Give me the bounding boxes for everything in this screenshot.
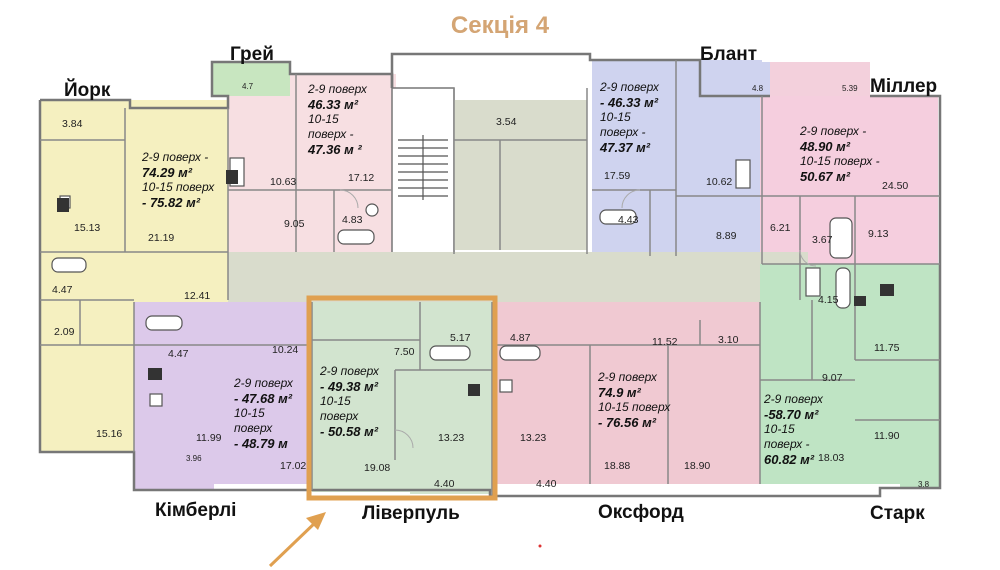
room-area: 4.40	[536, 478, 557, 490]
room-area: 18.90	[684, 460, 711, 472]
room-area: 15.16	[96, 428, 123, 440]
kimberley-balcony-fill	[134, 452, 214, 490]
apartment-desc-miller: 2-9 поверх - 48.90 м² 10-15 поверх - 50.…	[800, 124, 880, 184]
room-area: 4.83	[342, 214, 363, 226]
apartment-name-grey: Грей	[230, 44, 274, 65]
room-area: 3.96	[186, 454, 202, 463]
room-area: 3.67	[812, 234, 833, 246]
interior-walls	[40, 60, 940, 496]
room-area: 11.75	[874, 342, 900, 354]
stark-corner-fill	[900, 468, 940, 488]
miller-balcony-fill	[770, 62, 870, 96]
apartment-desc-grey: 2-9 поверх 46.33 м² 10-15 поверх - 47.36…	[308, 82, 367, 157]
room-area: 4.7	[242, 82, 254, 91]
apartment-name-stark: Старк	[870, 503, 925, 524]
room-area: 17.59	[604, 170, 631, 182]
room-area: 5.17	[450, 332, 471, 344]
stair-treads	[398, 135, 448, 200]
blunt-balcony-fill	[700, 62, 770, 96]
room-area: 9.13	[868, 228, 889, 240]
room-area: 4.8	[752, 84, 764, 93]
section-title: Секція 4	[450, 12, 550, 39]
grey-fill	[228, 74, 396, 252]
room-area: 11.99	[196, 432, 222, 444]
room-area: 11.90	[874, 430, 900, 442]
room-area: 7.50	[394, 346, 415, 358]
room-area: 3.8	[918, 480, 930, 489]
apartment-desc-stark: 2-9 поверх -58.70 м² 10-15 поверх - 60.8…	[764, 392, 823, 467]
apartment-desc-york: 2-9 поверх - 74.29 м² 10-15 поверх - 75.…	[142, 150, 215, 210]
room-area: 4.47	[52, 284, 73, 296]
room-area: 2.09	[54, 326, 75, 338]
apartment-name-kimberley: Кімберлі	[155, 500, 237, 521]
grey-balcony-fill	[212, 62, 290, 96]
room-area: 19.08	[364, 462, 391, 474]
room-area: 12.41	[184, 290, 211, 302]
room-area: 9.07	[822, 372, 843, 384]
apartment-name-liverpool: Ліверпуль	[362, 503, 460, 524]
room-area: 3.10	[718, 334, 739, 346]
room-area: 9.05	[284, 218, 305, 230]
room-area: 18.88	[604, 460, 631, 472]
room-area: 4.15	[818, 294, 839, 306]
room-area: 10.24	[272, 344, 299, 356]
room-area: 10.63	[270, 176, 297, 188]
door-swings	[339, 189, 817, 449]
room-area: 24.50	[882, 180, 909, 192]
corridor-fill	[228, 252, 808, 302]
room-area: 4.87	[510, 332, 531, 344]
room-area: 3.54	[496, 116, 517, 128]
room-area: 4.43	[618, 214, 639, 226]
apartment-name-york: Йорк	[64, 80, 111, 101]
red-dot	[538, 544, 542, 548]
room-area: 13.23	[520, 432, 547, 444]
apartment-desc-liverpool: 2-9 поверх - 49.38 м² 10-15 поверх - 50.…	[320, 364, 379, 439]
fixtures	[51, 157, 853, 407]
room-area: 4.47	[168, 348, 189, 360]
room-area: 8.89	[716, 230, 737, 242]
oxford-fill	[492, 302, 760, 484]
room-area: 4.40	[434, 478, 455, 490]
room-area: 11.52	[652, 336, 678, 348]
room-area: 17.12	[348, 172, 375, 184]
elevator-fill	[454, 100, 587, 250]
apartment-name-miller: Міллер	[870, 76, 938, 97]
room-area: 5.39	[842, 84, 858, 93]
room-area: 6.21	[770, 222, 791, 234]
apartment-name-oxford: Оксфорд	[598, 502, 684, 523]
apartment-desc-blunt: 2-9 поверх - 46.33 м² 10-15 поверх - 47.…	[600, 80, 659, 155]
liverpool-fill	[312, 302, 492, 492]
room-area: 10.62	[706, 176, 733, 188]
room-area: 18.03	[818, 452, 845, 464]
room-area: 3.84	[62, 118, 83, 130]
room-area: 21.19	[148, 232, 175, 244]
apartment-name-blunt: Блант	[700, 44, 758, 65]
highlight-box	[306, 295, 498, 501]
stove-fixtures	[57, 170, 894, 396]
highlight-arrow	[268, 512, 326, 568]
apartment-desc-kimberley: 2-9 поверх - 47.68 м² 10-15 поверх - 48.…	[234, 376, 293, 451]
apartment-desc-oxford: 2-9 поверх 74.9 м² 10-15 поверх - 76.56 …	[598, 370, 671, 430]
room-area: 13.23	[438, 432, 465, 444]
room-area: 15.13	[74, 222, 101, 234]
room-area: 17.02	[280, 460, 307, 472]
